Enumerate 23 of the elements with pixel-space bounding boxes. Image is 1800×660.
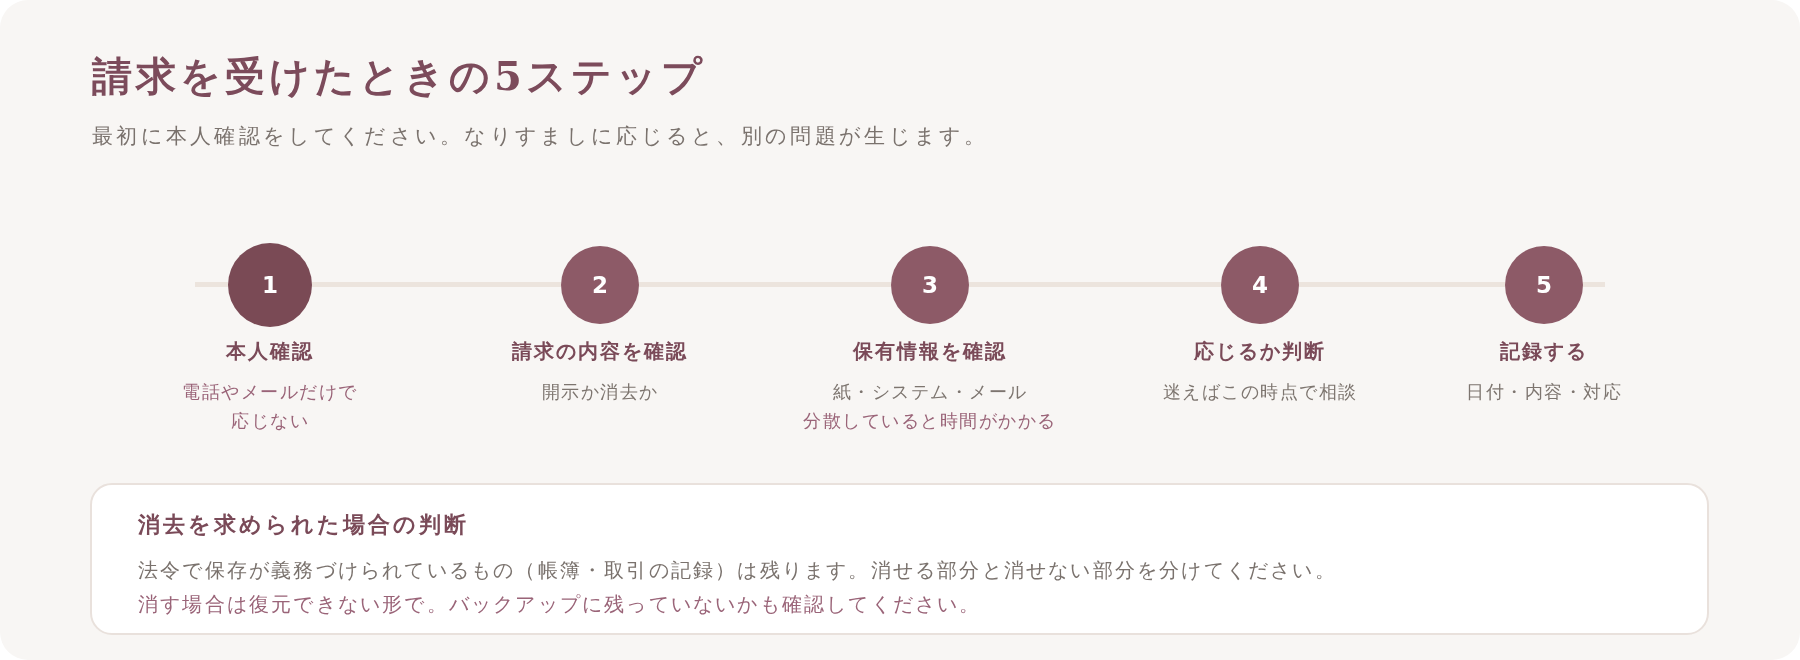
card-heading: 消去を求められた場合の判断 <box>138 511 469 539</box>
timeline-connector <box>1299 282 1505 287</box>
timeline-connector <box>969 282 1221 287</box>
step-title: 応じるか判断 <box>1194 338 1326 365</box>
note-card <box>90 483 1709 635</box>
step-description: 迷えばこの時点で相談 <box>1162 380 1358 404</box>
step-title: 保有情報を確認 <box>853 338 1007 365</box>
card-text: 法令で保存が義務づけられているもの（帳簿・取引の記録）は残ります。消せる部分と消せない部分を分けてください。 <box>138 557 1337 584</box>
step-title: 本人確認 <box>226 338 314 365</box>
timeline-connector <box>1583 282 1605 287</box>
step-note: 分散していると時間がかかる <box>803 409 1057 433</box>
card-note: 消す場合は復元できない形で。バックアップに残っていないかも確認してください。 <box>138 591 982 618</box>
step-title: 請求の内容を確認 <box>512 338 688 365</box>
page-title: 請求を受けたときの5ステップ <box>92 51 706 101</box>
timeline-connector <box>639 282 891 287</box>
step-title: 記録する <box>1500 338 1588 365</box>
step-description: 紙・システム・メール <box>832 380 1028 404</box>
timeline-connector <box>195 282 228 287</box>
page-subtitle: 最初に本人確認をしてください。なりすましに応じると、別の問題が生じます。 <box>92 123 989 150</box>
timeline-connector <box>312 282 561 287</box>
step-note: 電話やメールだけで応じない <box>181 380 359 433</box>
step-description: 開示か消去か <box>541 380 659 404</box>
step-description: 日付・内容・対応 <box>1466 380 1622 404</box>
